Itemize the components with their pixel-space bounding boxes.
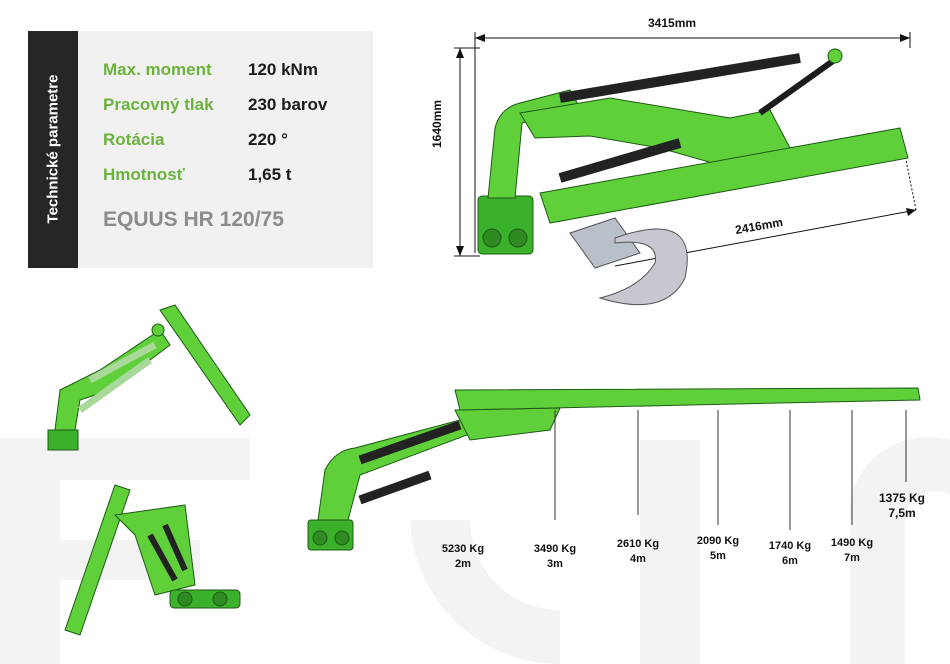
load-reach: 6m bbox=[782, 555, 798, 567]
load-reach: 5m bbox=[710, 550, 726, 562]
spec-row-rotation: Rotácia 220 ° bbox=[103, 130, 373, 154]
load-value: 3490 Kg bbox=[533, 543, 577, 555]
dimension-arrowheads bbox=[456, 34, 916, 256]
spec-label: Pracovný tlak bbox=[103, 95, 214, 114]
load-reach: 3m bbox=[547, 558, 563, 570]
spec-value: 1,65 t bbox=[248, 165, 292, 184]
load-value: 1490 Kg bbox=[830, 537, 874, 549]
load-reach-markers bbox=[554, 410, 907, 530]
load-chart-crane bbox=[307, 387, 921, 551]
crane-perspective-raised bbox=[47, 304, 251, 451]
spec-label: Max. moment bbox=[103, 60, 212, 79]
spec-value: 230 barov bbox=[248, 95, 328, 114]
load-label: 1375 Kg 7,5m bbox=[872, 491, 932, 521]
load-label: 3490 Kg 3m bbox=[525, 542, 585, 572]
load-value: 1740 Kg bbox=[768, 540, 812, 552]
crane-perspective-folded bbox=[64, 484, 241, 636]
dimension-width-label: 3415mm bbox=[648, 16, 697, 30]
specification-panel: Technické parametre Max. moment 120 kNm … bbox=[28, 31, 373, 268]
load-value: 5230 Kg bbox=[441, 543, 485, 555]
load-value: 2090 Kg bbox=[696, 535, 740, 547]
load-reach: 7,5m bbox=[888, 506, 916, 520]
spec-side-bar: Technické parametre bbox=[28, 31, 78, 268]
model-name: EQUUS HR 120/75 bbox=[103, 208, 284, 231]
spec-label: Hmotnosť bbox=[103, 165, 185, 184]
spec-value: 220 ° bbox=[248, 130, 288, 149]
load-reach: 2m bbox=[455, 558, 471, 570]
load-label: 1490 Kg 7m bbox=[822, 536, 882, 566]
crane-side-view bbox=[477, 48, 909, 306]
dimension-height-label: 1640mm bbox=[430, 99, 444, 148]
spec-row-max-moment: Max. moment 120 kNm bbox=[103, 60, 373, 84]
load-reach: 4m bbox=[630, 553, 646, 565]
load-label: 5230 Kg 2m bbox=[433, 542, 493, 572]
load-reach: 7m bbox=[844, 552, 860, 564]
load-label: 2090 Kg 5m bbox=[688, 534, 748, 564]
spec-label: Rotácia bbox=[103, 130, 165, 149]
spec-value: 120 kNm bbox=[248, 60, 318, 79]
load-value: 2610 Kg bbox=[616, 538, 660, 550]
load-label: 2610 Kg 4m bbox=[608, 537, 668, 567]
spec-row-weight: Hmotnosť 1,65 t bbox=[103, 165, 373, 189]
spec-side-title: Technické parametre bbox=[44, 74, 62, 224]
spec-row-working-pressure: Pracovný tlak 230 barov bbox=[103, 95, 373, 119]
load-label: 1740 Kg 6m bbox=[760, 539, 820, 569]
dimension-drawing bbox=[454, 32, 917, 306]
load-value: 1375 Kg bbox=[878, 491, 926, 505]
